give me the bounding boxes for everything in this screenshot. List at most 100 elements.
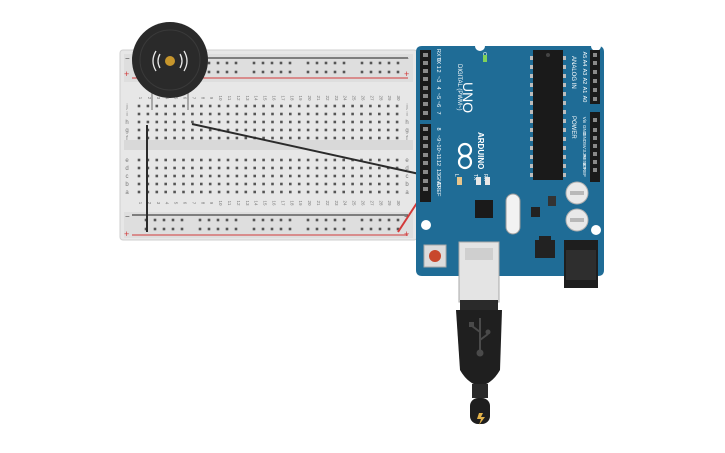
breadboard-hole[interactable] (262, 120, 265, 124)
breadboard-hole[interactable] (315, 158, 319, 162)
breadboard-hole[interactable] (217, 174, 221, 178)
breadboard-hole[interactable] (137, 166, 141, 170)
breadboard-hole[interactable] (262, 182, 265, 186)
breadboard-hole[interactable] (297, 158, 301, 162)
breadboard-hole[interactable] (200, 128, 203, 132)
analog-pin-hole[interactable] (593, 88, 597, 92)
rail-hole[interactable] (216, 61, 220, 65)
breadboard-hole[interactable] (208, 136, 212, 140)
breadboard-hole[interactable] (137, 112, 141, 116)
breadboard-hole[interactable] (262, 112, 265, 116)
breadboard-hole[interactable] (155, 128, 159, 132)
rail-hole[interactable] (198, 227, 202, 231)
breadboard-hole[interactable] (315, 136, 319, 140)
breadboard-hole[interactable] (369, 182, 372, 186)
breadboard-hole[interactable] (226, 120, 230, 124)
rail-hole[interactable] (225, 61, 229, 65)
breadboard-hole[interactable] (244, 190, 248, 194)
breadboard-hole[interactable] (395, 182, 399, 186)
breadboard-hole[interactable] (386, 128, 390, 132)
breadboard-hole[interactable] (191, 190, 194, 194)
breadboard-hole[interactable] (342, 158, 345, 162)
power-pin-hole[interactable] (593, 136, 597, 140)
breadboard-hole[interactable] (235, 128, 239, 132)
breadboard-hole[interactable] (155, 166, 159, 170)
breadboard-hole[interactable] (280, 182, 283, 186)
breadboard-hole[interactable] (164, 166, 167, 170)
rail-hole[interactable] (162, 218, 166, 222)
breadboard-hole[interactable] (395, 112, 399, 116)
breadboard-hole[interactable] (369, 166, 372, 170)
power-pin-hole[interactable] (593, 168, 597, 172)
rail-hole[interactable] (396, 61, 400, 65)
rail-hole[interactable] (324, 218, 328, 222)
breadboard-hole[interactable] (280, 112, 283, 116)
breadboard-hole[interactable] (378, 104, 381, 108)
rail-hole[interactable] (279, 70, 283, 74)
breadboard-hole[interactable] (191, 120, 194, 124)
breadboard-hole[interactable] (200, 158, 203, 162)
breadboard-hole[interactable] (351, 120, 354, 124)
breadboard-hole[interactable] (360, 182, 363, 186)
breadboard-hole[interactable] (333, 158, 337, 162)
breadboard-hole[interactable] (262, 158, 265, 162)
breadboard-hole[interactable] (297, 104, 301, 108)
breadboard-hole[interactable] (226, 158, 230, 162)
breadboard-hole[interactable] (351, 166, 354, 170)
breadboard-hole[interactable] (297, 112, 301, 116)
breadboard-hole[interactable] (360, 128, 363, 132)
breadboard-hole[interactable] (235, 166, 239, 170)
rail-hole[interactable] (306, 61, 310, 65)
rail-hole[interactable] (225, 70, 229, 74)
breadboard-hole[interactable] (244, 174, 248, 178)
breadboard-hole[interactable] (351, 112, 354, 116)
breadboard-hole[interactable] (378, 136, 381, 140)
breadboard-hole[interactable] (155, 112, 159, 116)
rail-hole[interactable] (207, 218, 211, 222)
breadboard-hole[interactable] (315, 190, 319, 194)
rail-hole[interactable] (333, 61, 337, 65)
rail-hole[interactable] (342, 61, 346, 65)
breadboard-hole[interactable] (271, 166, 274, 170)
breadboard-hole[interactable] (342, 112, 345, 116)
breadboard-hole[interactable] (315, 120, 319, 124)
digital-pin-hole[interactable] (423, 86, 428, 90)
breadboard-hole[interactable] (386, 158, 390, 162)
breadboard-hole[interactable] (324, 104, 328, 108)
breadboard-hole[interactable] (351, 182, 354, 186)
breadboard-hole[interactable] (244, 128, 248, 132)
breadboard-hole[interactable] (378, 158, 381, 162)
breadboard-hole[interactable] (244, 182, 248, 186)
usb-cable[interactable] (456, 300, 502, 425)
breadboard-hole[interactable] (173, 120, 176, 124)
breadboard-hole[interactable] (315, 112, 319, 116)
rail-hole[interactable] (324, 70, 328, 74)
digital-pin-hole[interactable] (423, 77, 428, 81)
breadboard-hole[interactable] (208, 104, 212, 108)
breadboard-hole[interactable] (191, 112, 194, 116)
breadboard-hole[interactable] (333, 190, 337, 194)
breadboard-hole[interactable] (360, 158, 363, 162)
breadboard-hole[interactable] (235, 190, 239, 194)
breadboard-hole[interactable] (324, 158, 328, 162)
breadboard-hole[interactable] (333, 166, 337, 170)
breadboard-hole[interactable] (333, 128, 337, 132)
breadboard-hole[interactable] (155, 120, 159, 124)
piezo-buzzer[interactable] (132, 22, 208, 110)
breadboard-hole[interactable] (324, 128, 328, 132)
breadboard-hole[interactable] (324, 112, 328, 116)
breadboard-hole[interactable] (164, 174, 167, 178)
breadboard-hole[interactable] (253, 174, 256, 178)
rail-hole[interactable] (387, 227, 391, 231)
rail-hole[interactable] (252, 70, 256, 74)
breadboard-hole[interactable] (306, 104, 310, 108)
digital-pin-hole[interactable] (423, 136, 428, 140)
breadboard-hole[interactable] (378, 182, 381, 186)
breadboard-hole[interactable] (369, 112, 372, 116)
breadboard-hole[interactable] (235, 120, 239, 124)
breadboard-hole[interactable] (342, 166, 345, 170)
breadboard-hole[interactable] (235, 174, 239, 178)
breadboard-hole[interactable] (289, 112, 292, 116)
rail-hole[interactable] (342, 218, 346, 222)
